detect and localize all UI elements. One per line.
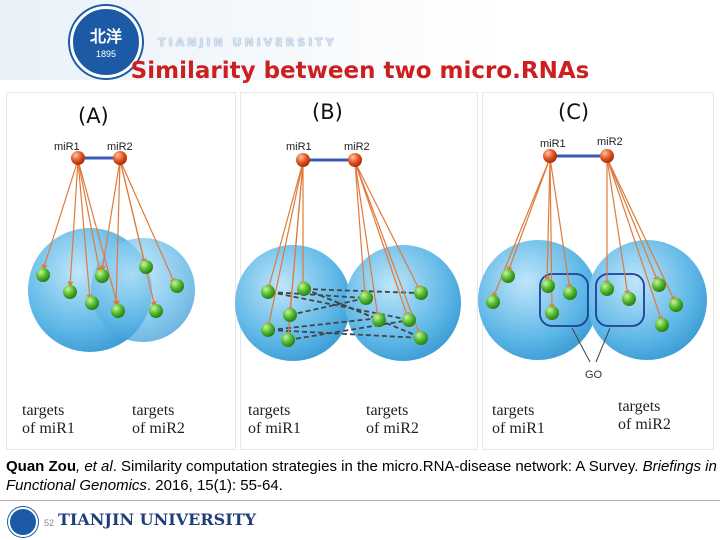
page-number: 52 — [44, 518, 55, 528]
university-logo: 北洋 1895 — [70, 6, 142, 78]
slide-title: Similarity between two micro.RNAs — [130, 58, 590, 84]
panel-c-go-pointers — [571, 327, 611, 363]
target-gene-nodes — [36, 260, 683, 347]
panel-b-label: (B) — [312, 100, 343, 124]
panel-c-target2-label: targets of miR2 — [618, 398, 671, 433]
panel-c-mir2-label: miR2 — [597, 136, 623, 148]
panel-c-mir1-label: miR1 — [540, 138, 566, 150]
panel-a-label: (A) — [78, 104, 109, 128]
panel-c-mir1-node — [543, 149, 557, 163]
citation-details: . 2016, 15(1): 55-64. — [146, 477, 283, 494]
panel-b-mir2-label: miR2 — [344, 141, 370, 153]
panel-c-target1-label: targets of miR1 — [492, 402, 545, 437]
panel-b-mir2-node — [348, 153, 362, 167]
citation-text: . Similarity computation strategies in t… — [112, 458, 643, 475]
targeting-arrows — [41, 157, 676, 339]
panel-c-go-box-2 — [595, 273, 645, 327]
panel-a-mir2-label: miR2 — [107, 141, 133, 153]
panel-b-similarity-links — [269, 288, 423, 341]
panel-c-label: (C) — [558, 100, 590, 124]
panel-c-go-label: GO — [585, 369, 603, 381]
footer-divider — [0, 500, 720, 501]
panel-c-target-circle-2 — [587, 240, 707, 360]
citation-journal: Briefings in Functional Genomics — [6, 458, 717, 494]
footer-university-name: TIANJIN UNIVERSITY — [58, 510, 257, 529]
panel-b-mir1-label: miR1 — [286, 141, 312, 153]
panel-c-frame — [482, 92, 714, 450]
panel-b-mir1-node — [296, 153, 310, 167]
panel-a-mir1-node — [71, 151, 85, 165]
panel-a-target1-label: targets of miR1 — [22, 402, 75, 437]
citation: Quan Zou, et al. Similarity computation … — [6, 457, 718, 495]
logo-year: 1895 — [95, 49, 117, 59]
citation-etal: , et al — [76, 458, 113, 475]
panel-a-frame — [6, 92, 236, 450]
panel-b-target2-label: targets of miR2 — [366, 402, 419, 437]
panel-a-mir2-node — [113, 151, 127, 165]
logo-text: 北洋 — [89, 27, 122, 46]
panel-b-target1-label: targets of miR1 — [248, 402, 301, 437]
panel-c-mir2-node — [600, 149, 614, 163]
mirna-nodes — [71, 149, 614, 167]
mirna-links — [78, 154, 607, 162]
header-university-name: TIANJIN UNIVERSITY — [158, 36, 337, 49]
panel-b-frame — [240, 92, 478, 450]
panel-c-go-box-1 — [539, 273, 589, 327]
citation-author: Quan Zou — [6, 458, 76, 475]
panel-a-target2-label: targets of miR2 — [132, 402, 185, 437]
panel-a-mir1-label: miR1 — [54, 141, 80, 153]
footer-logo-icon — [8, 507, 38, 537]
